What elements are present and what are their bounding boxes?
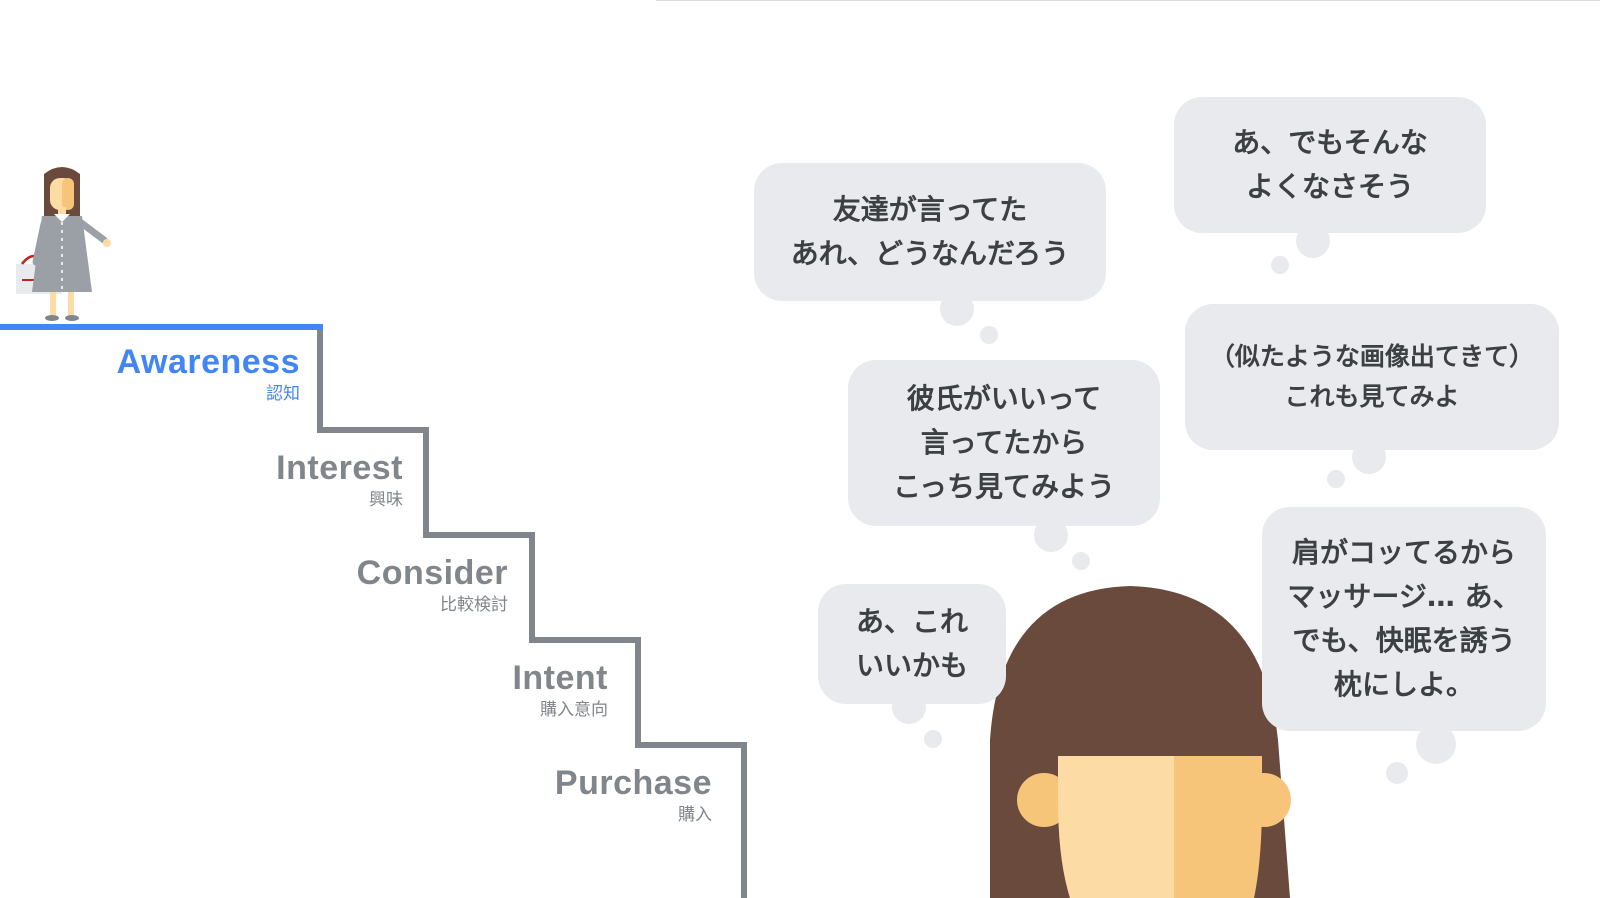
thought-dot xyxy=(892,690,926,724)
thought-dot xyxy=(1271,256,1289,274)
stage-label: Intent xyxy=(512,659,608,697)
thought-dot xyxy=(1034,518,1068,552)
thought-dot xyxy=(1386,762,1408,784)
thought-text: あ、でもそんな よくなさそう xyxy=(1232,126,1428,203)
thought-text: 友達が言ってた あれ、どうなんだろう xyxy=(790,193,1070,270)
thought-bubble: あ、でもそんな よくなさそう xyxy=(1174,97,1486,233)
stage-sublabel: 購入意向 xyxy=(540,700,608,720)
stage-label: Awareness xyxy=(116,343,300,381)
thought-dot xyxy=(1296,224,1330,258)
thought-bubble: あ、これ いいかも xyxy=(818,584,1006,704)
person-illustration xyxy=(990,586,1291,898)
thought-dot xyxy=(1416,724,1456,764)
stage-sublabel: 認知 xyxy=(266,384,300,404)
staircase-line xyxy=(317,328,747,898)
stage-label: Interest xyxy=(276,449,403,487)
thought-text: あ、これ いいかも xyxy=(855,605,968,682)
thought-bubble: 肩がコッてるから マッサージ… あ、 でも、快眠を誘う 枕にしよ。 xyxy=(1262,507,1546,731)
stage-sublabel: 購入 xyxy=(678,805,712,825)
thought-dot xyxy=(1072,552,1090,570)
stage-sublabel: 興味 xyxy=(369,490,403,510)
stage-purchase: Purchase 購入 xyxy=(555,763,712,827)
top-divider xyxy=(656,0,1600,1)
stage-interest: Interest 興味 xyxy=(276,448,403,512)
thought-text: （似たような画像出てきて） これも見てみよ xyxy=(1209,342,1535,411)
stage-consider: Consider 比較検討 xyxy=(357,553,508,617)
thought-bubble: 友達が言ってた あれ、どうなんだろう xyxy=(754,163,1106,301)
thought-dot xyxy=(1352,440,1386,474)
stage-sublabel: 比較検討 xyxy=(440,595,508,615)
thought-text: 彼氏がいいって 言ってたから こっち見てみよう xyxy=(892,382,1116,503)
thought-bubble: （似たような画像出てきて） これも見てみよ xyxy=(1185,304,1559,450)
stage-awareness: Awareness 認知 xyxy=(117,342,300,406)
stage-label: Purchase xyxy=(554,764,712,802)
stage-intent: Intent 購入意向 xyxy=(512,658,608,722)
thought-dot xyxy=(924,730,942,748)
thought-dot xyxy=(1327,470,1345,488)
shopper-figure xyxy=(16,167,111,321)
thought-dot xyxy=(980,326,998,344)
thought-bubble: 彼氏がいいって 言ってたから こっち見てみよう xyxy=(848,360,1160,526)
thought-text: 肩がコッてるから マッサージ… あ、 でも、快眠を誘う 枕にしよ。 xyxy=(1287,536,1521,701)
thought-dot xyxy=(940,292,974,326)
stage-label: Consider xyxy=(356,554,508,592)
